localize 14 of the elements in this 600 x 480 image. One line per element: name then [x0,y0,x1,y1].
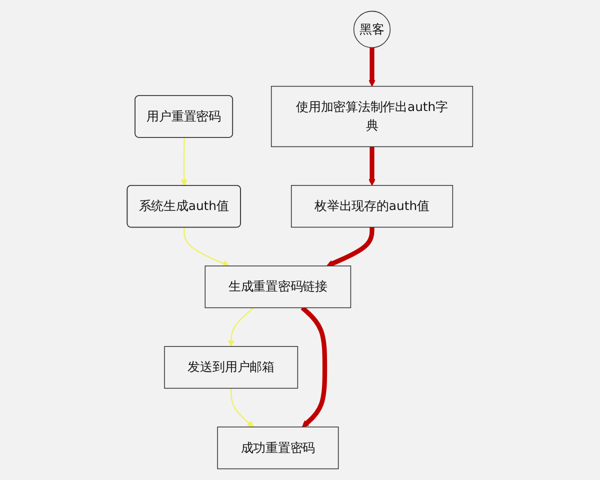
arrow [230,388,254,428]
node-box: 发送到用户邮箱 [164,346,298,389]
arrow [368,146,376,186]
arrow [180,138,188,186]
arrow [184,228,230,267]
node-box: 使用加密算法制作出auth字典 [271,86,474,148]
node-circle: 黑客 [353,10,391,48]
node-box: 枚举出现存的auth值 [291,185,454,228]
arrow [228,307,254,347]
node-box: 生成重置密码链接 [204,266,352,308]
node-box: 成功重置密码 [217,426,339,470]
arrow [326,227,374,267]
arrow [300,306,328,428]
arrow [368,48,376,87]
